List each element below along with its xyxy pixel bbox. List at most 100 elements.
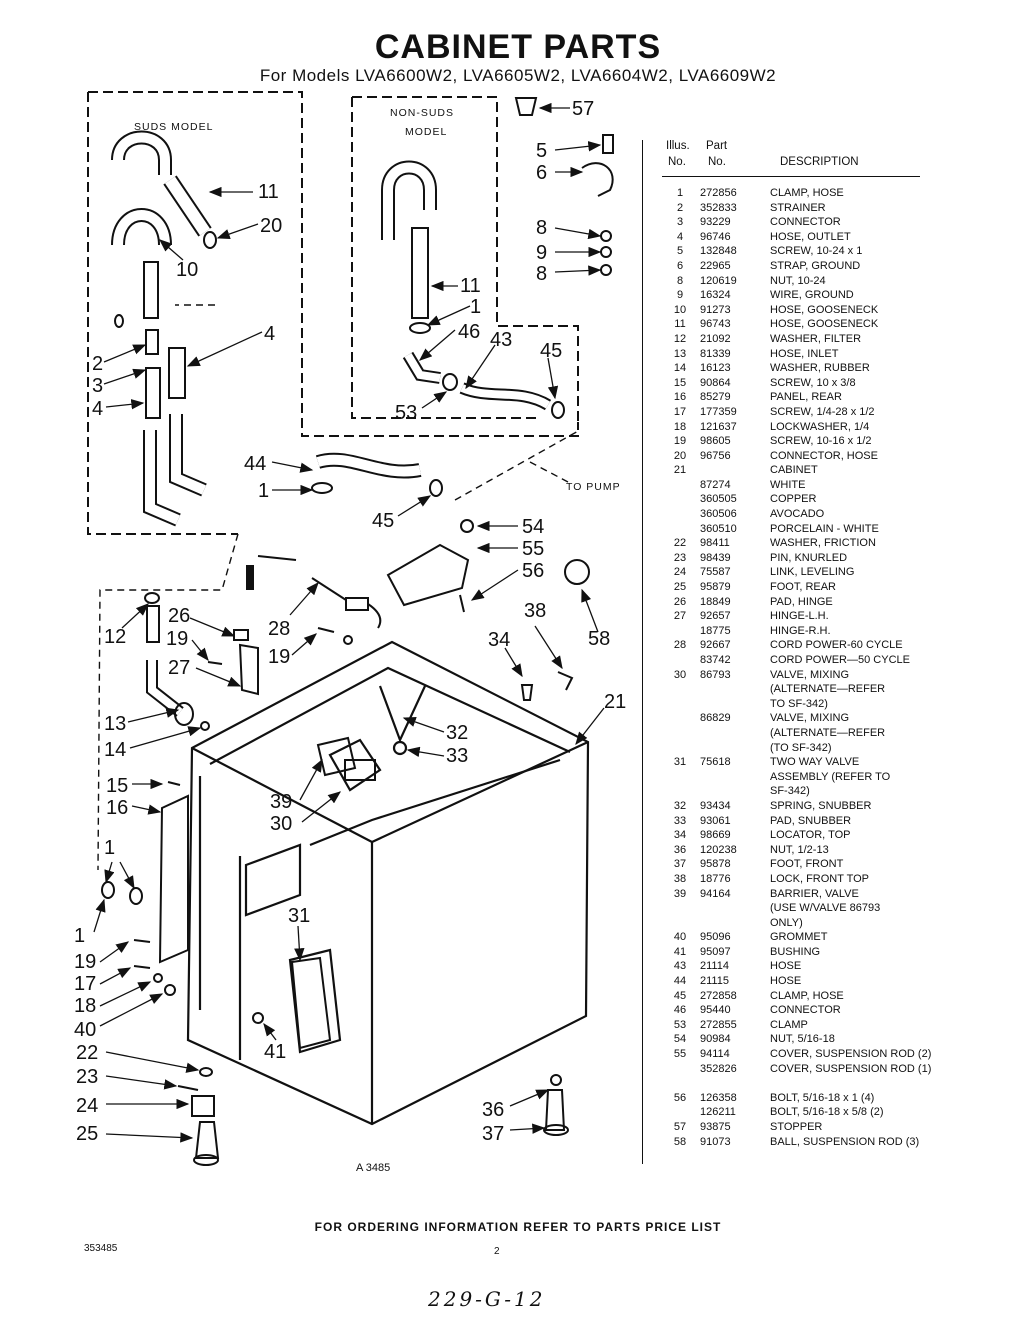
description-cell: TWO WAY VALVE <box>770 756 860 769</box>
description-cell: LOCK, FRONT TOP <box>770 872 870 885</box>
description-cell: CORD POWER—50 CYCLE <box>770 654 910 666</box>
callout-1: 1 <box>470 296 481 318</box>
callout-10: 10 <box>176 259 198 281</box>
callout-8: 8 <box>536 263 547 285</box>
illus-no-cell: 32 <box>673 799 687 812</box>
part-no-cell: 98669 <box>700 829 731 842</box>
figure-id: A 3485 <box>356 1162 391 1174</box>
callout-24: 24 <box>76 1095 98 1117</box>
illus-no-cell: 4 <box>676 230 684 243</box>
description-cell: LOCKWASHER, 1/4 <box>770 420 870 433</box>
suds-model-inset <box>87 91 579 535</box>
part-no-cell: 86793 <box>700 668 731 681</box>
parts-table-header: Illus. No. Part No. DESCRIPTION <box>662 140 924 177</box>
description-cell: COPPER <box>770 493 817 506</box>
callout-25: 25 <box>76 1123 98 1145</box>
description-cell: CLAMP, HOSE <box>770 187 844 199</box>
suds-hose-parts <box>111 130 217 527</box>
description-cell: LOCATOR, TOP <box>770 829 851 842</box>
description-cell: VALVE, MIXING <box>770 668 850 681</box>
part-no-cell: 177359 <box>700 405 737 418</box>
illus-no-cell: 39 <box>673 887 687 900</box>
description-cell: CONNECTOR <box>770 216 841 229</box>
description-cell: HOSE <box>770 975 802 988</box>
header-description: DESCRIPTION <box>780 156 859 168</box>
description-cell: WASHER, FILTER <box>770 332 862 345</box>
illus-no-cell: 26 <box>673 595 687 608</box>
part-no-cell: 98439 <box>700 551 731 564</box>
part-no-cell: 272856 <box>700 187 737 199</box>
ordering-note: FOR ORDERING INFORMATION REFER TO PARTS … <box>314 1220 722 1234</box>
description-cell: WHITE <box>770 478 806 491</box>
description-cell: SCREW, 1/4-28 x 1/2 <box>770 405 875 418</box>
illus-no-cell: 19 <box>673 435 687 448</box>
callout-41: 41 <box>264 1041 286 1063</box>
part-no-cell: 92667 <box>700 639 731 652</box>
part-no-cell: 93229 <box>700 216 731 229</box>
part-no-cell: 96756 <box>700 449 731 462</box>
illus-no-cell: 12 <box>673 332 687 345</box>
callout-27: 27 <box>168 657 190 679</box>
illus-no-cell: 46 <box>673 1004 687 1017</box>
description-cell: HOSE, INLET <box>770 347 839 360</box>
illus-no-cell: 22 <box>673 537 687 550</box>
illus-no-cell: 6 <box>676 259 684 272</box>
description-cell: HOSE, GOOSENECK <box>770 318 879 331</box>
illus-no-cell: 37 <box>673 858 687 871</box>
illus-no-cell: 33 <box>673 814 687 827</box>
callout-32: 32 <box>446 722 468 744</box>
part-no-cell: 21092 <box>700 332 731 345</box>
description-cell: NUT, 1/2-13 <box>770 843 829 856</box>
illus-no-cell: 54 <box>673 1033 687 1046</box>
part-no-cell: 96743 <box>700 318 731 331</box>
callout-45: 45 <box>540 340 562 362</box>
description-cell: LINK, LEVELING <box>770 566 855 579</box>
illus-no-cell: 30 <box>673 668 687 681</box>
suds-model-label: SUDS MODEL <box>134 121 213 133</box>
description-cell: VALVE, MIXING <box>770 712 850 725</box>
illus-no-cell: 18 <box>673 420 687 433</box>
illus-no-cell: 5 <box>676 245 684 258</box>
illus-no-cell: 11 <box>674 318 686 331</box>
callout-18: 18 <box>74 995 96 1017</box>
callout-31: 31 <box>288 905 310 927</box>
callout-33: 33 <box>446 745 468 767</box>
callout-40: 40 <box>74 1019 96 1041</box>
callout-54: 54 <box>522 516 544 538</box>
part-no-cell: 21115 <box>700 975 729 988</box>
illus-no-cell: 56 <box>673 1091 687 1104</box>
callout-23: 23 <box>76 1066 98 1088</box>
description-cell: CORD POWER-60 CYCLE <box>770 639 903 652</box>
part-no-cell: 272855 <box>700 1018 737 1031</box>
part-no-cell: 22965 <box>700 259 731 272</box>
illus-no-cell: 40 <box>673 931 687 944</box>
callout-leaders <box>93 102 605 1143</box>
part-no-cell: 126358 <box>700 1091 737 1104</box>
illus-no-cell: 25 <box>673 581 687 594</box>
part-no-cell: 18776 <box>700 872 731 885</box>
description-cell: PORCELAIN - WHITE <box>770 522 879 535</box>
callout-17: 17 <box>74 973 96 995</box>
table-row: (TO SF-342) <box>662 741 924 756</box>
part-no-cell: 121637 <box>700 420 737 433</box>
illus-no-cell: 21 <box>673 464 687 477</box>
description-cell: SCREW, 10 x 3/8 <box>770 376 856 389</box>
part-no-cell: 16324 <box>700 289 731 302</box>
part-no-cell: 94164 <box>700 887 731 900</box>
